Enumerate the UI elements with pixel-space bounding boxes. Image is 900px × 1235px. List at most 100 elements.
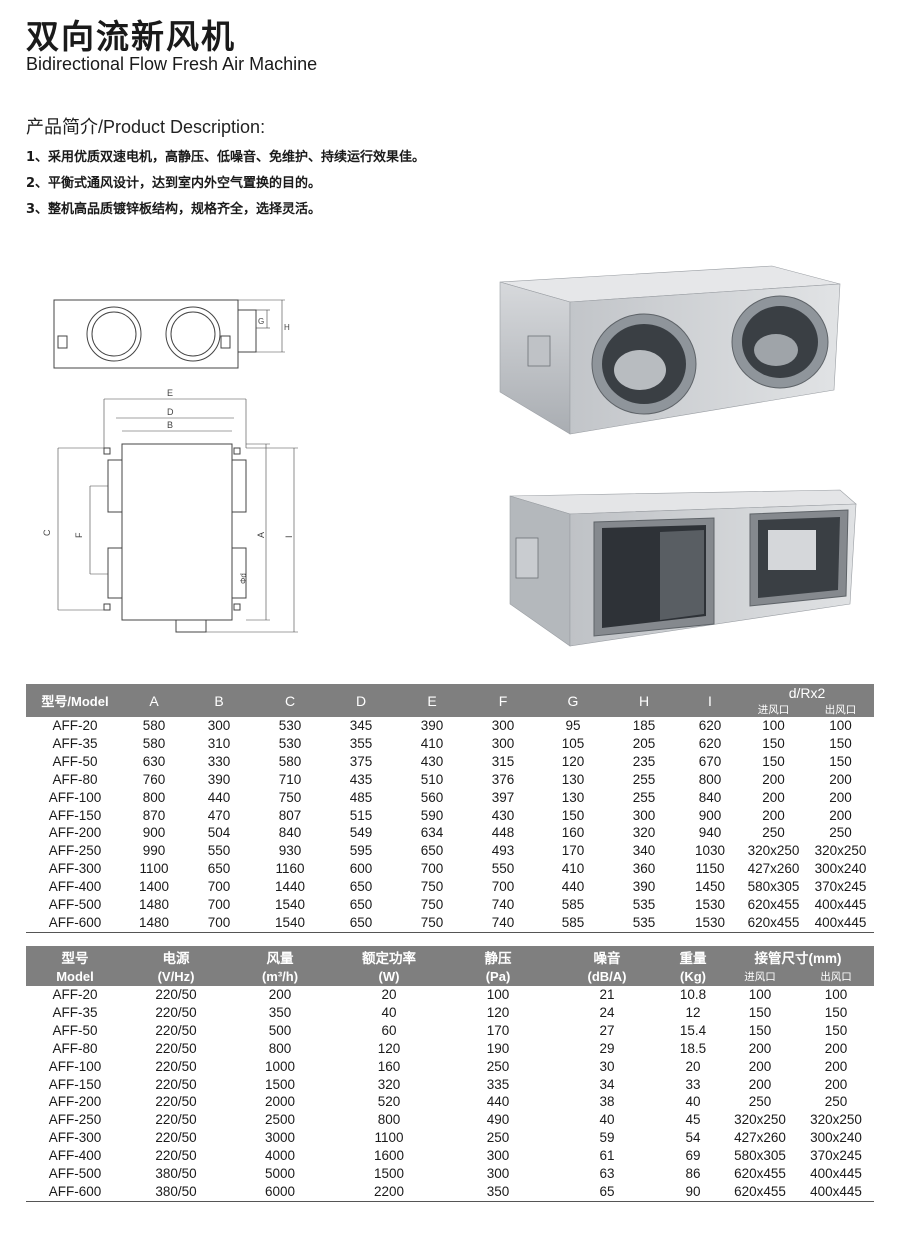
table-cell: 170	[561, 843, 585, 859]
table-cell: 45	[685, 1112, 701, 1128]
table-cell: 200	[762, 789, 785, 805]
table-cell: 380/50	[124, 1182, 228, 1202]
dimension-drawing: G H E D B C F A I Φd	[42, 299, 298, 633]
table-cell: 160	[377, 1058, 401, 1074]
table-cell: 300	[486, 1166, 510, 1182]
col-header: B	[184, 684, 254, 717]
table-cell: 130	[561, 771, 585, 787]
performance-table: 型号 电源 风量 额定功率 静压 噪音 重量 接管尺寸(mm) Model (V…	[26, 946, 874, 1202]
table-cell: 375	[349, 753, 373, 769]
table-cell: 360	[632, 861, 656, 877]
table-cell: 310	[207, 735, 231, 751]
table-cell: 320x250	[747, 843, 800, 859]
table-cell: 59	[599, 1130, 615, 1146]
dim-label-f: F	[74, 532, 84, 538]
table-cell: 710	[278, 771, 302, 787]
table-cell: 2500	[264, 1112, 296, 1128]
table-cell: 130	[561, 789, 585, 805]
table-cell: 370x245	[810, 1148, 862, 1164]
table-cell: 150	[762, 753, 785, 769]
table-cell: 200	[824, 1040, 848, 1056]
table-cell: 620x455	[740, 913, 807, 933]
table-cell: 345	[349, 718, 373, 733]
table-cell: 750	[278, 789, 302, 805]
table-cell: 700	[491, 879, 515, 895]
table-cell: 870	[142, 807, 166, 823]
table-cell: 100	[829, 718, 852, 733]
table-cell: 1440	[274, 879, 306, 895]
col-header: I	[680, 684, 740, 717]
table-cell: 390	[207, 771, 231, 787]
table-cell: 1100	[139, 861, 169, 877]
table-cell: 930	[278, 843, 302, 859]
table-cell: 33	[685, 1076, 701, 1092]
table-cell: 590	[420, 807, 444, 823]
table-cell: 410	[420, 735, 444, 751]
table-cell: 40	[599, 1112, 615, 1128]
dim-label-g: G	[258, 317, 264, 326]
page-title-en: Bidirectional Flow Fresh Air Machine	[26, 54, 318, 74]
table-cell: 40	[685, 1094, 701, 1110]
table-cell: 1480	[138, 897, 170, 913]
table-cell: 535	[632, 897, 656, 913]
table-cell: 750	[396, 913, 468, 933]
model-cell: AFF-250	[48, 1112, 102, 1128]
table-cell: 580	[278, 753, 302, 769]
col-header-unit: (W)	[332, 967, 446, 986]
model-cell: AFF-50	[52, 1022, 98, 1038]
dim-label-a: A	[256, 532, 266, 538]
table-cell: 220/50	[155, 1130, 197, 1146]
table-cell: 250	[486, 1058, 510, 1074]
table-cell: 650	[349, 897, 373, 913]
table-cell: 220/50	[155, 1076, 197, 1092]
model-cell: AFF-150	[48, 1076, 102, 1092]
model-cell: AFF-500	[48, 897, 102, 913]
model-cell: AFF-300	[48, 861, 102, 877]
table-cell: 21	[599, 987, 615, 1002]
table-cell: 750	[420, 879, 444, 895]
table-cell: 400x445	[814, 897, 867, 913]
table-cell: 105	[561, 735, 585, 751]
table-cell: 6000	[228, 1182, 332, 1202]
table-cell: 740	[491, 897, 515, 913]
table-cell: 320x250	[810, 1112, 862, 1128]
table-cell: 20	[685, 1058, 701, 1074]
table-cell: 440	[486, 1094, 510, 1110]
table-cell: 255	[632, 789, 656, 805]
table-cell: 490	[486, 1112, 510, 1128]
table-cell: 250	[824, 1094, 848, 1110]
table-cell: 150	[748, 1004, 772, 1020]
description-heading: 产品简介/Product Description:	[26, 117, 266, 137]
table-cell: 300x240	[810, 1130, 862, 1146]
table-cell: 550	[207, 843, 231, 859]
table-cell: 40	[381, 1004, 397, 1020]
table-cell: 630	[142, 753, 166, 769]
table-cell: 1500	[373, 1166, 405, 1182]
table-cell: 330	[207, 753, 231, 769]
table-cell: 620x455	[747, 897, 800, 913]
page-title-cn: 双向流新风机	[26, 17, 236, 56]
table-cell: 670	[698, 753, 722, 769]
table-cell: 585	[538, 913, 608, 933]
col-header-outlet: 出风口	[798, 967, 874, 986]
table-cell: 580	[142, 718, 166, 733]
table-cell: 90	[664, 1182, 722, 1202]
table-cell: 350	[446, 1182, 550, 1202]
table-cell: 220/50	[155, 1148, 197, 1164]
col-header-inlet: 进风口	[740, 702, 807, 717]
table-cell: 320	[632, 825, 656, 841]
model-cell: AFF-100	[48, 1058, 102, 1074]
table-cell: 150	[824, 1004, 848, 1020]
table-cell: 300x240	[814, 861, 867, 877]
table-cell: 650	[349, 879, 373, 895]
table-cell: 120	[486, 1004, 510, 1020]
table-cell: 1100	[374, 1130, 404, 1146]
table-cell: 430	[420, 753, 444, 769]
table-cell: 320x250	[814, 843, 867, 859]
table-cell: 634	[420, 825, 444, 841]
table-cell: 38	[599, 1094, 615, 1110]
